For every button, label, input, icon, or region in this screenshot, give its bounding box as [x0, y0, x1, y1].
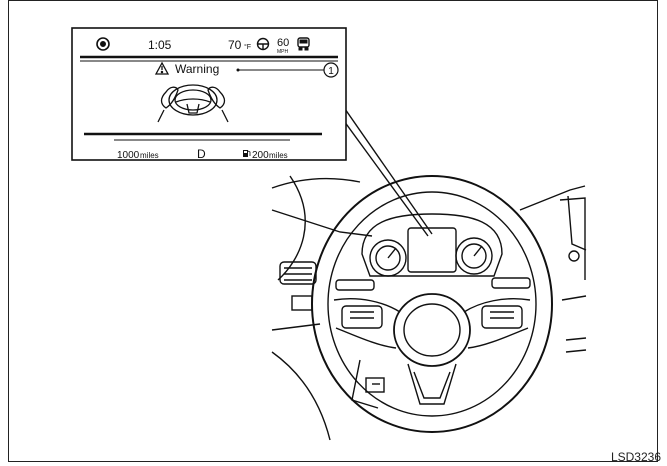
- right-spoke-controls: [481, 305, 523, 329]
- steering-wheel-rim-outer: [311, 175, 553, 433]
- pointer-line-2: [335, 109, 429, 237]
- steering-wheel-icon: [256, 37, 270, 51]
- warning-triangle-icon: [154, 61, 170, 75]
- left-dash-line: [271, 323, 321, 331]
- left-gauge-inner: [375, 245, 401, 271]
- right-panel: [567, 195, 587, 251]
- left-stalk: [335, 279, 375, 291]
- a-pillar-line: [277, 175, 306, 281]
- temperature-unit: °F: [244, 43, 251, 51]
- right-spoke-bottom: [467, 327, 529, 349]
- dash-top-line: [271, 209, 373, 237]
- odometer-unit: miles: [140, 151, 159, 160]
- left-control-buttons: [350, 311, 374, 319]
- instrument-cluster-hood: [361, 213, 503, 277]
- right-control-buttons: [490, 311, 514, 319]
- speed-value: 60: [277, 37, 289, 49]
- bottom-spoke-inner: [413, 371, 451, 399]
- gear-indicator: D: [197, 147, 206, 161]
- right-spoke-top: [463, 298, 531, 313]
- vehicle-icon: [297, 37, 310, 51]
- right-gauge-needle: [473, 245, 483, 257]
- callout-number: 1: [328, 66, 334, 77]
- left-gauge: [369, 239, 407, 277]
- right-console-lines: [565, 337, 587, 353]
- left-gauge-needle: [387, 247, 397, 259]
- right-gauge-inner: [461, 243, 487, 269]
- right-dash-line: [561, 295, 587, 301]
- range-unit: miles: [269, 151, 288, 160]
- right-vent-knob: [568, 250, 580, 262]
- right-pillar: [559, 197, 586, 280]
- temperature-value: 70: [228, 38, 242, 52]
- fuel-pump-icon: [243, 150, 251, 157]
- left-spoke-top: [333, 298, 401, 313]
- steering-wheel-rim-inner: [327, 191, 537, 417]
- hands-on-wheel-icon: [157, 84, 229, 123]
- figure-code: LSD3236: [610, 450, 661, 464]
- figure-frame: [8, 0, 658, 462]
- pointer-line-1: [335, 95, 433, 235]
- dashboard-illustration: [271, 95, 587, 441]
- left-vent-slats: [284, 267, 312, 281]
- cruise-control-icon: [96, 37, 110, 51]
- dash-top-right: [519, 185, 586, 211]
- lower-switch: [365, 377, 385, 393]
- range-value: 200: [252, 150, 269, 161]
- odometer-value: 1000: [117, 150, 140, 161]
- warning-label: Warning: [175, 62, 219, 76]
- bottom-spoke: [407, 363, 457, 405]
- left-spoke-bottom: [335, 327, 397, 349]
- right-stalk: [491, 277, 531, 289]
- windshield-line: [271, 177, 361, 189]
- left-door-line: [271, 351, 331, 441]
- left-switch: [291, 295, 313, 311]
- speed-unit: MPH: [277, 49, 289, 55]
- left-spoke-controls: [341, 305, 383, 329]
- callout-number-circle: [323, 62, 339, 78]
- center-display: [407, 227, 457, 273]
- steering-hub: [393, 293, 471, 367]
- cluster-display-callout: 1:05 70 °F 60 MPH Warning 1: [71, 27, 347, 161]
- steering-hub-inner: [403, 303, 461, 357]
- clock-time: 1:05: [148, 38, 172, 52]
